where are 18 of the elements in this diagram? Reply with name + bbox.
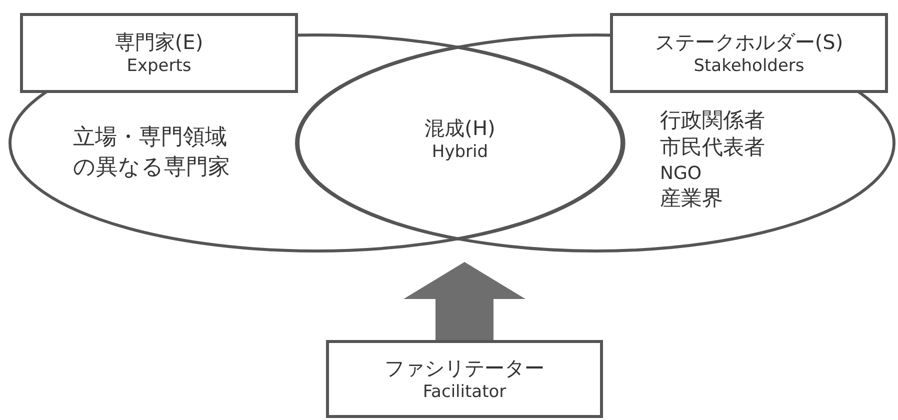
japanese-label: ステークホルダー(S) — [654, 28, 844, 55]
group-text: 産業界 — [660, 184, 724, 212]
label-box — [610, 13, 888, 93]
japanese-label: ファシリテーター — [384, 354, 544, 381]
japanese-label: 専門家(E) — [114, 28, 204, 55]
label-box — [20, 13, 298, 93]
group-text: 立場・専門領域の異なる専門家 — [73, 124, 231, 182]
group-text: 行政関係者 — [660, 107, 765, 134]
block-arrow — [404, 262, 526, 340]
group-text: 混成(H) — [424, 115, 496, 141]
group-text: Hybrid — [430, 141, 490, 164]
overlap-region — [297, 47, 623, 239]
label-box — [326, 340, 603, 418]
english-label: Experts — [126, 54, 192, 78]
english-label: Stakeholders — [694, 54, 804, 78]
english-label: Facilitator — [422, 380, 506, 404]
group-text: NGO — [660, 162, 703, 185]
group-text: 市民代表者 — [660, 134, 765, 162]
